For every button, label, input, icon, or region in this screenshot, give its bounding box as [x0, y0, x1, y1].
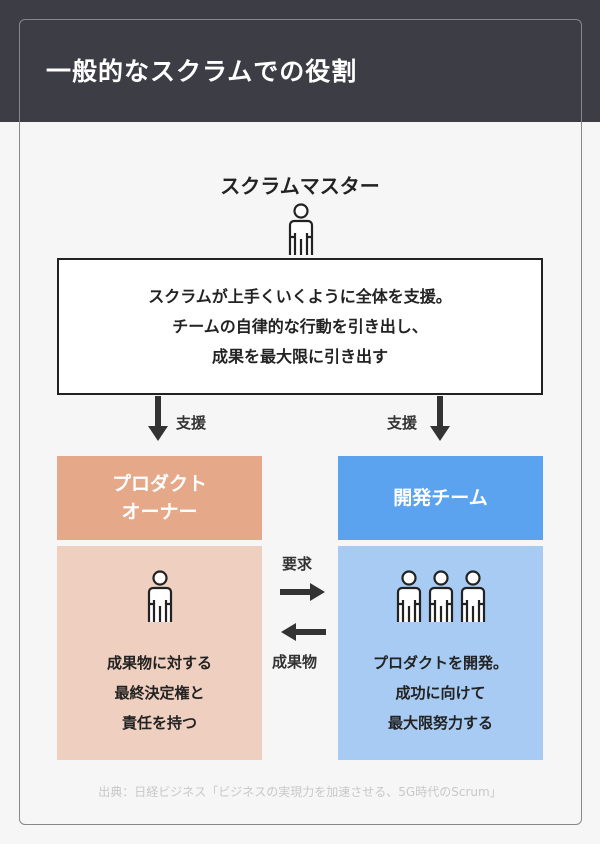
person-icon — [426, 570, 456, 624]
header-band — [0, 0, 600, 122]
card-frame — [19, 19, 582, 825]
sm-line: チームの自律的な行動を引き出し、 — [172, 316, 428, 336]
arrow-down-icon — [430, 396, 450, 441]
sm-line: 成果を最大限に引き出す — [211, 346, 388, 366]
sm-line: スクラムが上手くいくように全体を支援。 — [148, 286, 452, 306]
person-icon — [286, 203, 316, 257]
po-line: 成果物に対する — [106, 654, 212, 672]
request-label: 要求 — [282, 555, 313, 573]
product-owner-header: プロダクトオーナー — [57, 456, 262, 540]
page-title: 一般的なスクラムでの役割 — [46, 57, 358, 86]
scrum-master-label: スクラムマスター — [220, 174, 380, 198]
dev-line: 最大限努力する — [387, 714, 493, 732]
po-title: プロダクト — [111, 473, 207, 495]
dev-team-body: プロダクトを開発。 成功に向けて 最大限努力する — [338, 546, 543, 760]
arrow-left-icon — [281, 623, 326, 641]
source-credit: 出典：日経ビジネス「ビジネスの実現力を加速させる、5G時代のScrum」 — [98, 785, 502, 799]
arrow-right-icon — [280, 583, 325, 601]
support-label: 支援 — [387, 414, 418, 432]
dev-line: プロダクトを開発。 — [372, 654, 508, 672]
dev-line: 成功に向けて — [395, 684, 486, 702]
arrow-down-icon — [148, 396, 168, 441]
po-title: オーナー — [121, 501, 198, 523]
po-line: 責任を持つ — [121, 714, 197, 732]
scrum-master-box: スクラムが上手くいくように全体を支援。 チームの自律的な行動を引き出し、 成果を… — [57, 258, 543, 395]
po-line: 最終決定権と — [114, 684, 205, 702]
person-icon — [394, 570, 424, 624]
person-icon — [458, 570, 488, 624]
dev-team-header: 開発チーム — [338, 456, 543, 540]
product-owner-body: 成果物に対する 最終決定権と 責任を持つ — [57, 546, 262, 760]
deliverable-label: 成果物 — [272, 653, 318, 671]
person-icon — [145, 570, 175, 624]
support-label: 支援 — [176, 414, 207, 432]
